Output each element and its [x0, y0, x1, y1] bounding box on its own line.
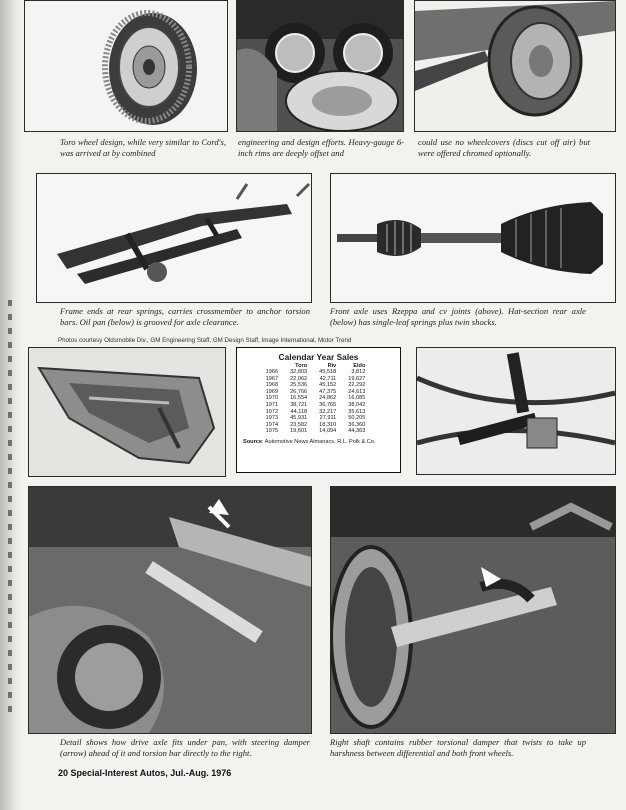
rear-axle-illustration	[417, 348, 615, 474]
sales-eldo: 50,205	[348, 415, 366, 422]
sales-toro: 26,766	[290, 388, 308, 395]
caption-wheel-part2: engineering and design efforts. Heavy-ga…	[238, 137, 404, 158]
sales-toro: 32,803	[290, 369, 308, 375]
table-row: 1967 22,062 42,711 19,627	[266, 376, 372, 383]
sales-eldo: 24,613	[348, 388, 366, 395]
sales-eldo: 36,360	[348, 421, 366, 428]
sales-eldo: 22,292	[348, 382, 366, 389]
photo-toro-wheel	[24, 0, 228, 132]
photo-right-shaft	[330, 486, 616, 734]
table-row: 1975 19,601 14,094 44,363	[266, 428, 372, 435]
table-row: 1973 45,931 27,911 50,205	[266, 415, 372, 422]
sales-year: 1972	[265, 408, 279, 415]
arrow-icon	[481, 567, 501, 587]
photo-wheel-mounted	[414, 0, 616, 132]
sales-toro: 44,118	[290, 408, 308, 415]
sales-year: 1975	[265, 428, 279, 435]
source-label: Source	[243, 438, 262, 445]
sales-table-title: Calendar Year Sales	[278, 352, 359, 362]
sales-year: 1973	[265, 415, 279, 422]
sales-riv: 42,711	[319, 375, 337, 382]
arrow-icon	[209, 499, 229, 515]
photo-credits: Photos courtesy Oldsmobile Div., GM Engi…	[58, 337, 352, 344]
caption-front-axle: Front axle uses Rzeppa and cv joints (ab…	[330, 306, 586, 327]
table-row: 1969 26,766 47,375 24,613	[266, 389, 372, 396]
photo-front-axle	[330, 173, 616, 303]
sales-toro: 23,582	[290, 421, 308, 428]
sales-col-toro: Toro	[295, 363, 308, 369]
photo-frame	[36, 173, 312, 303]
wheel-rims-illustration	[237, 1, 403, 131]
photo-rear-axle	[416, 347, 616, 475]
source-text: : Automotive News Almanacs, R.L. Polk & …	[261, 438, 376, 445]
sales-riv: 27,911	[319, 415, 337, 422]
sales-riv: 32,217	[319, 408, 337, 415]
table-row: 1971 38,721 36,765 38,042	[266, 402, 372, 409]
oil-pan-illustration	[29, 348, 225, 476]
sales-year: 1974	[265, 421, 279, 428]
drive-axle-illustration	[29, 487, 311, 733]
sales-riv: 14,094	[319, 428, 337, 435]
caption-wheel-part3: could use no wheelcovers (discs cut off …	[418, 137, 590, 158]
caption-frame: Frame ends at rear springs, carries cros…	[60, 306, 310, 327]
sales-toro: 22,062	[290, 375, 308, 382]
sales-year: 1971	[265, 401, 279, 408]
sales-year: 1966	[265, 369, 279, 375]
photo-drive-axle-detail	[28, 486, 312, 734]
calendar-year-sales-table: Calendar Year Sales Toro Riv Eldo 1966 32…	[236, 347, 401, 473]
sales-eldo: 38,042	[348, 401, 366, 408]
sales-toro: 38,721	[290, 401, 308, 408]
sales-toro: 45,931	[290, 415, 308, 422]
table-row: 1968 25,536 45,152 22,292	[266, 382, 372, 389]
page-folio: 20 Special-Interest Autos, Jul.-Aug. 197…	[58, 768, 232, 778]
sales-table-header-row: Toro Riv Eldo	[266, 363, 372, 369]
sales-riv: 36,765	[319, 401, 337, 408]
caption-right-shaft: Right shaft contains rubber torsional da…	[330, 737, 586, 758]
sales-eldo: 35,613	[348, 408, 366, 415]
sales-table-source: Source: Automotive News Almanacs, R.L. P…	[243, 439, 394, 445]
right-shaft-illustration	[331, 487, 615, 733]
sales-riv: 47,375	[319, 388, 337, 395]
sales-year: 1967	[265, 375, 279, 382]
toro-wheel-illustration	[25, 1, 227, 131]
sales-riv: 45,152	[319, 382, 337, 389]
sales-year: 1969	[265, 388, 279, 395]
sales-toro: 25,536	[290, 382, 308, 389]
sales-toro: 16,554	[290, 395, 308, 402]
sales-eldo: 16,085	[348, 395, 366, 402]
photo-oil-pan	[28, 347, 226, 477]
binding-holes	[8, 300, 12, 720]
sales-riv: 18,310	[319, 421, 337, 428]
front-axle-illustration	[331, 174, 615, 302]
sales-eldo: 19,627	[348, 375, 366, 382]
table-row: 1974 23,582 18,310 36,360	[266, 422, 372, 429]
sales-eldo: 3,812	[351, 369, 366, 375]
table-row: 1972 44,118 32,217 35,613	[266, 409, 372, 416]
sales-eldo: 44,363	[348, 428, 366, 435]
sales-table-grid: Toro Riv Eldo 1966 32,803 45,518 3,812 1967…	[266, 363, 372, 435]
sales-toro: 19,601	[290, 428, 308, 435]
sales-year: 1968	[265, 382, 279, 389]
caption-drive-axle: Detail shows how drive axle fits under p…	[60, 737, 310, 758]
sales-riv: 24,862	[319, 395, 337, 402]
photo-wheel-rims	[236, 0, 404, 132]
wheel-mounted-illustration	[415, 1, 615, 131]
sales-riv: 45,518	[319, 369, 337, 375]
sales-col-riv: Riv	[327, 363, 337, 369]
caption-wheel-part1: Toro wheel design, while very similar to…	[60, 137, 226, 158]
table-row: 1966 32,803 45,518 3,812	[266, 369, 372, 376]
sales-year: 1970	[265, 395, 279, 402]
sales-col-eldo: Eldo	[353, 363, 366, 369]
frame-illustration	[37, 174, 311, 302]
table-row: 1970 16,554 24,862 16,085	[266, 395, 372, 402]
